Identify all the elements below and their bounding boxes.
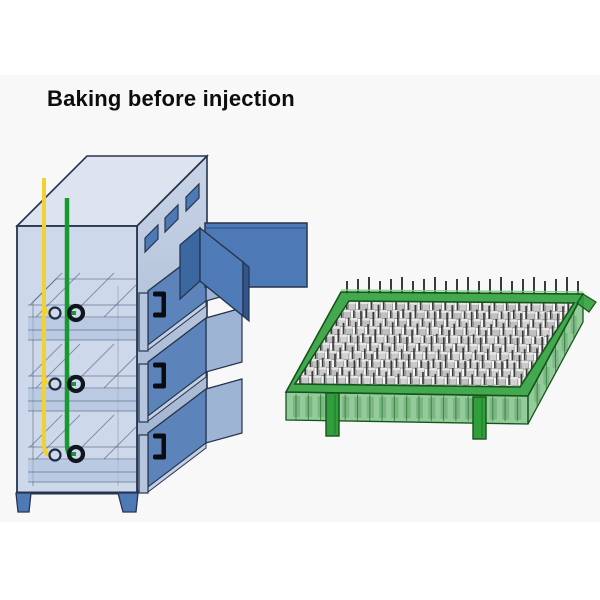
tray-leg [472,396,487,440]
baking-oven [15,154,308,513]
oven-drawer [138,307,243,423]
vial-row [332,310,562,337]
oven-vent-window [185,182,200,213]
probe-port [48,377,62,391]
door-edge [242,260,250,323]
vial-row [327,322,557,345]
tray-corner-tab [576,293,597,313]
probe-port [66,444,86,464]
drawer-handle-icon [153,433,166,460]
temperature-probe-yellow [42,178,62,462]
oven-foot [117,492,139,513]
tray-rim [284,291,585,397]
temperature-probe-green [64,198,86,464]
drawer-handle-icon [153,362,166,389]
oven-drawer [138,378,243,494]
oven-vent-window [144,223,159,254]
vial-tray [284,277,597,440]
tray-leg [325,392,340,437]
oven-vent-window [164,203,179,234]
oven-foot [15,492,32,513]
probe-port [48,306,62,320]
oven-door-open [179,222,308,323]
probe-port [66,374,86,394]
drawer-handle-icon [153,291,166,318]
temperature-probes [42,178,86,464]
probe-port [48,448,62,462]
probe-port [66,303,86,323]
page-title: Baking before injection [47,86,295,111]
